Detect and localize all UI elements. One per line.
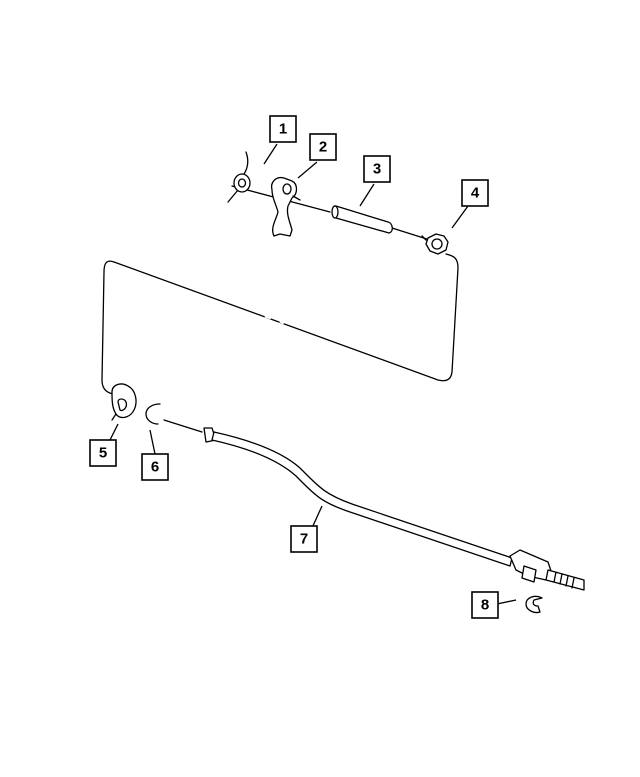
upper-linkage [227, 151, 449, 255]
callout-3: 3 [363, 155, 391, 183]
upper-rod [231, 185, 431, 241]
part-1-clip [227, 151, 251, 203]
svg-text:5: 5 [99, 445, 107, 462]
part-2-lever [270, 176, 301, 237]
svg-text:2: 2 [319, 139, 327, 156]
callout-1: 1 [269, 115, 297, 143]
svg-text:8: 8 [481, 597, 489, 614]
svg-text:1: 1 [279, 121, 287, 138]
svg-text:7: 7 [300, 531, 308, 548]
svg-text:3: 3 [373, 161, 381, 178]
callout-6: 6 [141, 453, 169, 481]
lower-linkage [111, 383, 585, 614]
part-6-ring [145, 403, 161, 425]
part-4-grommet [421, 233, 449, 255]
callout-5: 5 [89, 439, 117, 467]
cable-loop-line [101, 253, 459, 395]
callout-8: 8 [471, 591, 499, 619]
svg-text:4: 4 [471, 185, 480, 202]
part-5-clip [111, 383, 137, 421]
callouts: 1 2 3 4 5 6 7 8 [89, 115, 499, 619]
callout-7: 7 [290, 525, 318, 553]
callout-4: 4 [461, 179, 489, 207]
svg-text:6: 6 [151, 459, 159, 476]
callout-2: 2 [309, 133, 337, 161]
cable-loop [101, 253, 459, 395]
part-8-clip [525, 595, 543, 614]
part-3-sleeve [331, 205, 393, 234]
leader-lines [109, 143, 517, 605]
part-7-shift-rod [203, 427, 585, 591]
